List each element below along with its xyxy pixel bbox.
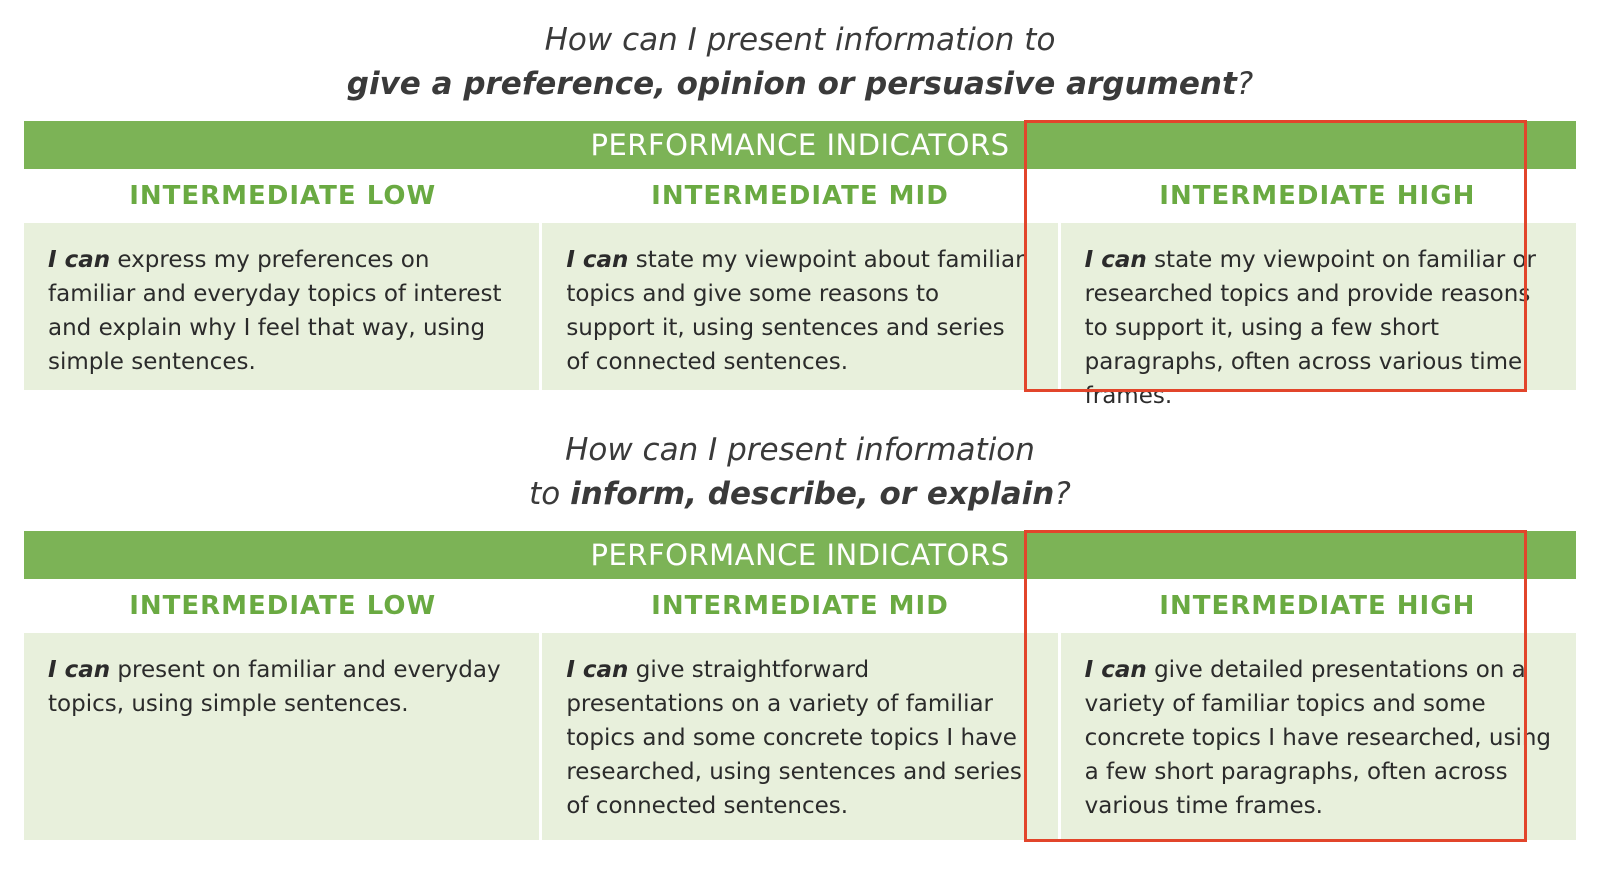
level-intermediate-mid: INTERMEDIATE MID	[651, 181, 949, 211]
ican-label: I can	[1084, 247, 1147, 273]
performance-table: PERFORMANCE INDICATORS INTERMEDIATE LOW …	[24, 121, 1576, 409]
question-emphasis: inform, describe, or explain	[570, 476, 1055, 512]
level-intermediate-mid: INTERMEDIATE MID	[651, 591, 949, 621]
question-line-2: give a preference, opinion or persuasive…	[346, 66, 1254, 102]
question-heading: How can I present information to inform,…	[0, 428, 1600, 516]
level-intermediate-high: INTERMEDIATE HIGH	[1159, 181, 1476, 211]
question-line-1: How can I present information	[565, 432, 1035, 468]
question-emphasis: give a preference, opinion or persuasive…	[346, 66, 1237, 102]
ican-label: I can	[566, 657, 629, 683]
statement-row: I can present on familiar and everyday t…	[24, 633, 1576, 840]
performance-table: PERFORMANCE INDICATORS INTERMEDIATE LOW …	[24, 531, 1576, 840]
level-headers: INTERMEDIATE LOW INTERMEDIATE MID INTERM…	[24, 579, 1576, 633]
ican-label: I can	[48, 657, 111, 683]
statement-intermediate-high: I can give detailed presentations on a v…	[1057, 633, 1576, 840]
ican-label: I can	[566, 247, 629, 273]
question-line-1: How can I present information to	[544, 22, 1056, 58]
level-intermediate-high: INTERMEDIATE HIGH	[1159, 591, 1476, 621]
statement-intermediate-low: I can present on familiar and everyday t…	[24, 633, 540, 840]
statement-row: I can express my preferences on familiar…	[24, 223, 1576, 409]
statement-intermediate-mid: I can state my viewpoint about familiar …	[539, 223, 1058, 390]
level-intermediate-low: INTERMEDIATE LOW	[129, 591, 437, 621]
ican-label: I can	[48, 247, 111, 273]
level-intermediate-low: INTERMEDIATE LOW	[129, 181, 437, 211]
ican-label: I can	[1084, 657, 1147, 683]
statement-intermediate-high: I can state my viewpoint on familiar or …	[1057, 223, 1576, 409]
performance-indicators-header: PERFORMANCE INDICATORS	[24, 121, 1576, 169]
level-headers: INTERMEDIATE LOW INTERMEDIATE MID INTERM…	[24, 169, 1576, 223]
statement-intermediate-mid: I can give straightforward presentations…	[539, 633, 1058, 840]
statement-intermediate-low: I can express my preferences on familiar…	[24, 223, 540, 390]
question-line-2: to inform, describe, or explain?	[529, 476, 1071, 512]
question-heading: How can I present information to give a …	[0, 18, 1600, 106]
performance-indicators-header: PERFORMANCE INDICATORS	[24, 531, 1576, 579]
